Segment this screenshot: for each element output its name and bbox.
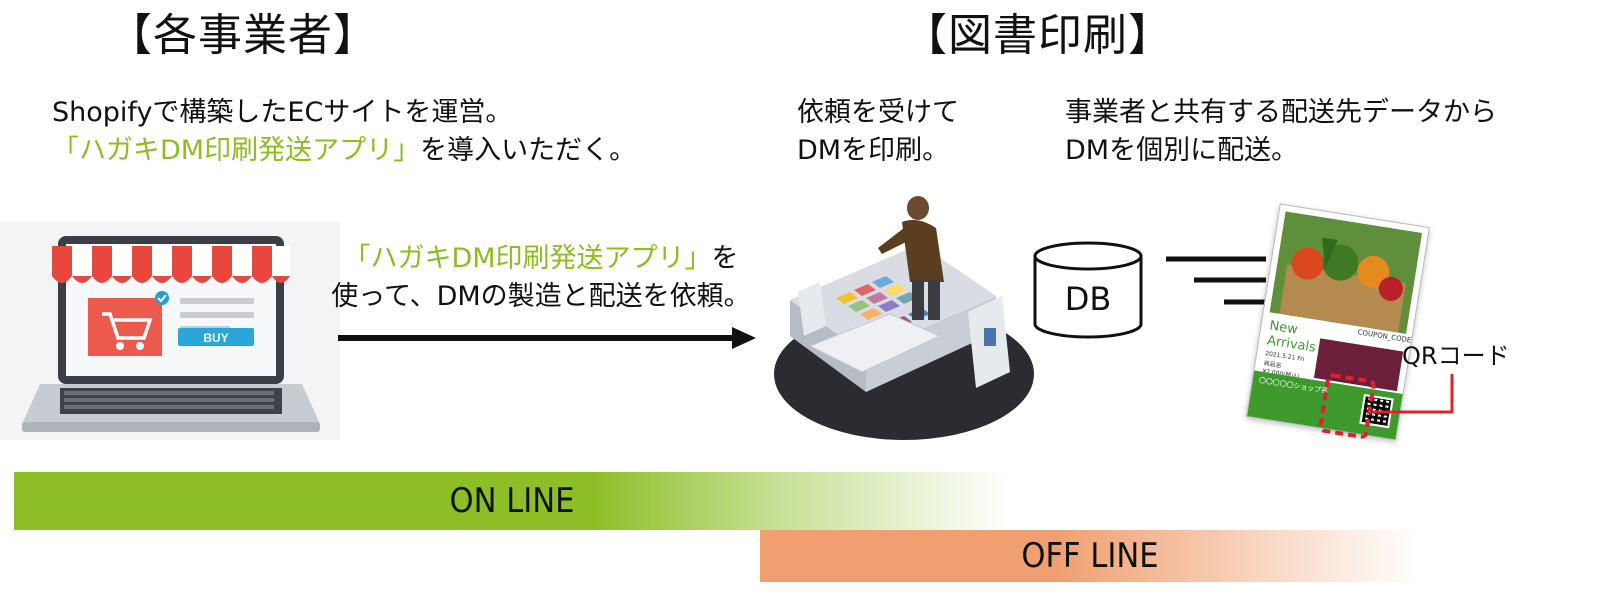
print-desc-line2: DMを印刷。 — [797, 135, 950, 166]
arrow-label-line2: 使って、DMの製造と配送を依頼。 — [331, 281, 751, 312]
request-arrow — [338, 327, 756, 349]
buy-button-label: BUY — [203, 331, 228, 345]
arrow-label-line1-rest: を — [711, 243, 739, 274]
laptop-icon: BUY — [22, 236, 320, 432]
vegetable-photo — [1269, 211, 1422, 334]
shipping-desc-line1: 事業者と共有する配送先データから — [1065, 97, 1497, 128]
shipping-desc-line2: DMを個別に配送。 — [1065, 135, 1299, 166]
shipping-description: 事業者と共有する配送先データから DMを個別に配送。 — [1065, 94, 1497, 170]
online-band-label: ON LINE — [449, 481, 575, 521]
business-desc-line2-rest: を導入いただく。 — [420, 135, 637, 166]
app-name-highlight: 「ハガキDM印刷発送アプリ」 — [52, 135, 421, 166]
request-arrow-label: 「ハガキDM印刷発送アプリ」を 使って、DMの製造と配送を依頼。 — [326, 240, 756, 316]
printer-operator-illustration — [774, 196, 1034, 440]
qr-code-label: QRコード — [1402, 342, 1510, 370]
dm-postcard: COUPON_CODE New Arrivals 2021.5.21 Fri 商… — [1246, 203, 1430, 441]
laptop-storefront-illustration: BUY — [0, 222, 340, 440]
motion-lines — [1166, 256, 1266, 305]
vegetable-basket-icon — [1269, 211, 1422, 334]
printing-heading: 【図書印刷】 — [903, 10, 1173, 61]
business-description: Shopifyで構築したECサイトを運営。 「ハガキDM印刷発送アプリ」を導入い… — [52, 94, 636, 170]
print-description: 依頼を受けて DMを印刷。 — [797, 94, 959, 170]
business-desc-line1: Shopifyで構築したECサイトを運営。 — [52, 97, 513, 128]
qr-highlight-callout — [1318, 373, 1454, 439]
online-band: ON LINE — [14, 472, 1010, 530]
database-label: DB — [1064, 280, 1112, 318]
offline-band-label: OFF LINE — [1021, 536, 1159, 576]
arrow-app-name-highlight: 「ハガキDM印刷発送アプリ」 — [343, 243, 712, 274]
arrow-label-line1: 「ハガキDM印刷発送アプリ」を — [326, 240, 756, 278]
database-icon — [1033, 241, 1143, 339]
business-desc-line2: 「ハガキDM印刷発送アプリ」を導入いただく。 — [52, 132, 636, 170]
business-heading: 【各事業者】 — [108, 10, 378, 61]
print-desc-line1: 依頼を受けて — [797, 97, 959, 128]
offline-band: OFF LINE — [760, 530, 1420, 582]
